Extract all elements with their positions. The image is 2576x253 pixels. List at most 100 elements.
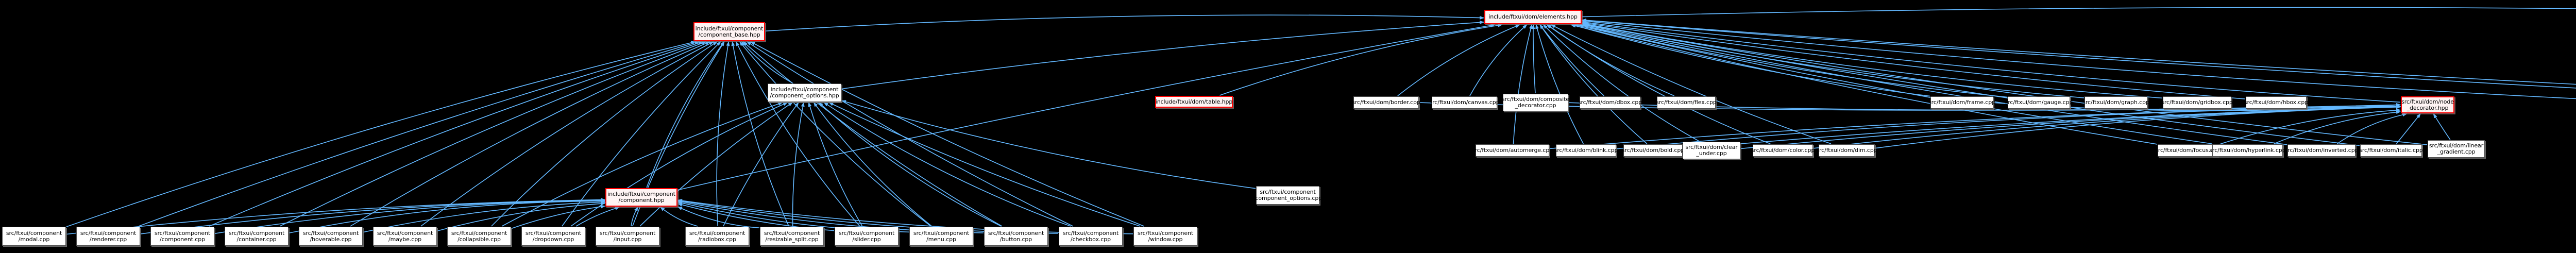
graph-node-label: include/ftxui/component /component_base.…: [695, 25, 764, 38]
graph-node-component_options_hpp[interactable]: include/ftxui/component /component_optio…: [768, 83, 841, 102]
graph-node-cmp_radiobox_cpp[interactable]: src/ftxui/component /radiobox.cpp: [685, 227, 749, 246]
graph-node-dom_clear_under_cpp[interactable]: src/ftxui/dom/clear _under.cpp: [1683, 142, 1740, 159]
graph-edge: [723, 102, 799, 227]
graph-node-dom_hbox_cpp[interactable]: src/ftxui/dom/hbox.cpp: [2244, 96, 2308, 109]
graph-edge: [138, 41, 700, 227]
graph-edge: [289, 199, 605, 233]
graph-node-label: include/ftxui/dom/elements.hpp: [1488, 13, 1578, 21]
graph-node-dom_gauge_cpp[interactable]: src/ftxui/dom/gauge.cpp: [2005, 96, 2073, 109]
graph-edge: [1571, 24, 1930, 97]
graph-edge: [575, 206, 620, 227]
graph-node-cmp_slider_cpp[interactable]: src/ftxui/component /slider.cpp: [835, 227, 899, 246]
graph-node-cmp_renderer_cpp[interactable]: src/ftxui/component /renderer.cpp: [76, 227, 140, 246]
graph-node-label: src/ftxui/dom/blink.cpp: [1554, 147, 1618, 154]
graph-edge: [731, 41, 789, 227]
graph-edge: [841, 100, 1256, 189]
graph-edge: [66, 41, 696, 227]
graph-node-label: src/ftxui/component /hoverable.cpp: [302, 229, 359, 243]
graph-node-label: src/ftxui/dom/gridbox.cpp: [2161, 99, 2233, 106]
graph-edge: [1582, 22, 2163, 99]
graph-edge: [841, 20, 1484, 90]
graph-edge: [1875, 105, 2401, 149]
graph-node-label: src/ftxui/dom/dbox.cpp: [1578, 99, 1642, 106]
graph-node-cmp_checkbox_cpp[interactable]: src/ftxui/component /checkbox.cpp: [1059, 227, 1123, 246]
graph-node-cmp_menu_cpp[interactable]: src/ftxui/component /menu.cpp: [909, 227, 973, 246]
graph-node-label: src/ftxui/dom/italic.cpp: [2359, 147, 2423, 154]
graph-edge: [501, 102, 783, 227]
graph-node-dom_automerge_cpp[interactable]: src/ftxui/dom/automerge.cpp: [1472, 144, 1553, 157]
graph-node-dom_linear_gradient_cpp[interactable]: src/ftxui/dom/linear _gradient.cpp: [2428, 140, 2485, 158]
graph-node-cmp_window_cpp[interactable]: src/ftxui/component /window.cpp: [1133, 227, 1197, 246]
graph-node-cmp_hoverable_cpp[interactable]: src/ftxui/component /hoverable.cpp: [299, 227, 363, 246]
graph-node-cmp_container_cpp[interactable]: src/ftxui/component /container.cpp: [225, 227, 289, 246]
graph-edge: [1543, 24, 1700, 142]
graph-node-cmp_input_cpp[interactable]: src/ftxui/component /input.cpp: [596, 227, 659, 246]
graph-node-dom_frame_cpp[interactable]: src/ftxui/dom/frame.cpp: [1928, 96, 1995, 109]
graph-node-label: src/ftxui/component /input.cpp: [599, 229, 656, 243]
graph-edge: [750, 41, 1144, 227]
graph-edge: [828, 102, 1141, 227]
graph-node-label: src/ftxui/dom/gauge.cpp: [2005, 99, 2073, 106]
graph-node-dom_composite_decorator_cpp[interactable]: src/ftxui/dom/composite _decorator.cpp: [1502, 94, 1569, 111]
graph-edge: [1219, 23, 1503, 96]
graph-edge: [813, 102, 932, 227]
graph-edge: [1573, 24, 2212, 144]
graph-node-dom_bold_cpp[interactable]: src/ftxui/dom/bold.cpp: [1622, 144, 1684, 157]
graph-edge: [735, 41, 860, 227]
graph-edge: [792, 102, 805, 227]
graph-node-dom_border_cpp[interactable]: src/ftxui/dom/border.cpp: [1352, 96, 1420, 109]
graph-node-label: include/ftxui/component /component.hpp: [607, 191, 675, 204]
graph-node-cmp_component_cpp[interactable]: src/ftxui/component /component.cpp: [150, 227, 214, 246]
graph-node-dom_dim_cpp[interactable]: src/ftxui/dom/dim.cpp: [1816, 144, 1877, 157]
graph-node-label: src/ftxui/dom/graph.cpp: [2082, 99, 2149, 106]
graph-edge: [631, 207, 638, 227]
graph-node-dom_dbox_cpp[interactable]: src/ftxui/dom/dbox.cpp: [1578, 96, 1642, 109]
graph-node-label: src/ftxui/component /slider.cpp: [838, 229, 895, 243]
graph-node-cmp_component_options_cpp[interactable]: src/ftxui/component /component_options.c…: [1253, 186, 1322, 205]
graph-node-table_hpp[interactable]: include/ftxui/dom/table.hpp: [1155, 96, 1233, 108]
graph-node-cmp_modal_cpp[interactable]: src/ftxui/component /modal.cpp: [2, 227, 66, 246]
graph-node-dom_blink_cpp[interactable]: src/ftxui/dom/blink.cpp: [1554, 144, 1618, 157]
graph-edge: [747, 41, 1073, 227]
graph-node-dom_color_cpp[interactable]: src/ftxui/dom/color.cpp: [1751, 144, 1815, 157]
graph-node-cmp_button_cpp[interactable]: src/ftxui/component /button.cpp: [984, 227, 1048, 246]
graph-node-node_decorator_hpp[interactable]: src/ftxui/dom/node _decorator.hpp: [2401, 96, 2454, 113]
graph-edge: [279, 41, 707, 227]
graph-node-cmp_dropdown_cpp[interactable]: src/ftxui/component /dropdown.cpp: [521, 227, 585, 246]
graph-edge: [2433, 113, 2451, 140]
graph-edge: [1578, 24, 2008, 98]
graph-node-cmp_maybe_cpp[interactable]: src/ftxui/component /maybe.cpp: [373, 227, 437, 246]
graph-node-dom_graph_cpp[interactable]: src/ftxui/dom/graph.cpp: [2082, 96, 2149, 109]
graph-edge: [491, 41, 718, 227]
graph-node-component_hpp[interactable]: include/ftxui/component /component.hpp: [605, 188, 677, 207]
graph-edge: [677, 206, 760, 228]
graph-node-label: include/ftxui/component /component_optio…: [770, 86, 839, 99]
graph-edge: [363, 200, 605, 233]
graph-node-label: src/ftxui/component /renderer.cpp: [80, 229, 137, 243]
graph-edge: [1539, 24, 1648, 144]
graph-edge: [739, 41, 931, 227]
graph-edge: [562, 41, 721, 227]
graph-node-dom_canvas_cpp[interactable]: src/ftxui/dom/canvas.cpp: [1430, 96, 1500, 109]
graph-edge: [1582, 7, 2576, 18]
graph-node-dom_inverted_cpp[interactable]: src/ftxui/dom/inverted.cpp: [2285, 144, 2359, 157]
graph-edge: [1535, 24, 1584, 144]
graph-node-label: src/ftxui/component /checkbox.cpp: [1062, 229, 1119, 243]
graph-node-dom_hyperlink_cpp[interactable]: src/ftxui/dom/hyperlink.cpp: [2209, 144, 2286, 157]
graph-node-dom_flex_cpp[interactable]: src/ftxui/dom/flex.cpp: [1656, 96, 1717, 109]
graph-node-label: src/ftxui/component /button.cpp: [988, 229, 1044, 243]
graph-node-component_base_hpp[interactable]: include/ftxui/component /component_base.…: [693, 22, 765, 41]
graph-node-cmp_resizable_split_cpp[interactable]: src/ftxui/component /resizable_split.cpp: [760, 227, 824, 246]
graph-edge: [1582, 21, 2246, 99]
graph-node-elements_hpp[interactable]: include/ftxui/dom/elements.hpp: [1484, 10, 1582, 24]
graph-edge: [1582, 20, 2401, 103]
graph-node-dom_focus_cpp[interactable]: src/ftxui/dom/focus.cpp: [2155, 144, 2221, 157]
graph-node-cmp_collapsible_cpp[interactable]: src/ftxui/component /collapsible.cpp: [447, 227, 511, 246]
graph-node-dom_gridbox_cpp[interactable]: src/ftxui/dom/gridbox.cpp: [2161, 96, 2233, 109]
graph-edge: [646, 41, 724, 188]
graph-node-dom_italic_cpp[interactable]: src/ftxui/dom/italic.cpp: [2359, 144, 2423, 157]
graph-edge: [350, 41, 710, 227]
graph-node-label: src/ftxui/dom/linear _gradient.cpp: [2429, 142, 2484, 155]
graph-edge: [1469, 24, 1528, 96]
